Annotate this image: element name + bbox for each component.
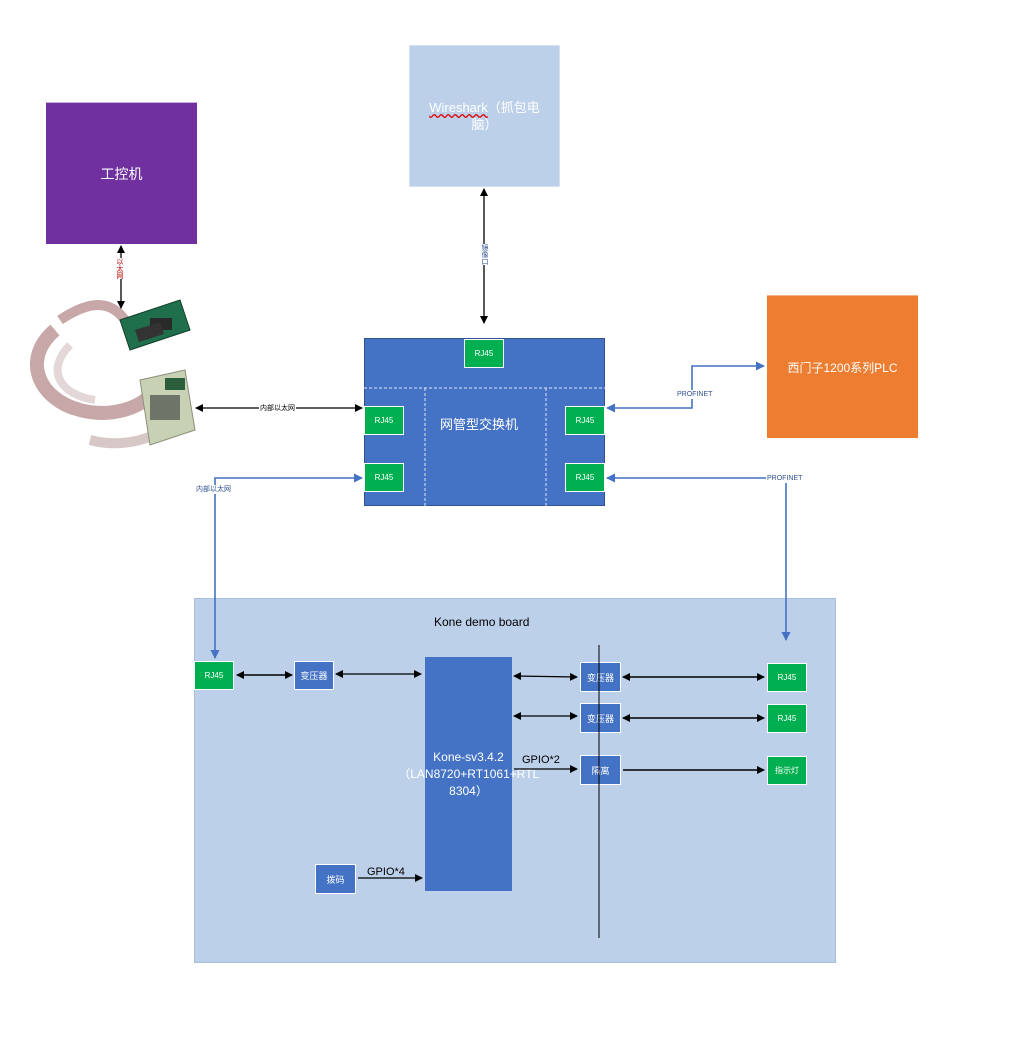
transformer-left: 变压器 (294, 661, 334, 690)
switch-rj45-right-2: RJ45 (565, 463, 605, 492)
internal-eth-link (210, 473, 363, 659)
transformer-right-2: 变压器 (580, 703, 621, 733)
dip-switch: 拨码 (315, 864, 356, 894)
wireshark-label-name: Wireshark (429, 100, 488, 115)
board-rj45-right-2: RJ45 (767, 704, 807, 733)
profinet-plc-label: PROFINET (676, 390, 714, 399)
rj45-bracket (139, 369, 196, 446)
internal-eth-label: 内部以太网 (195, 485, 232, 494)
switch-rj45-left-2: RJ45 (364, 463, 404, 492)
indicator-led: 指示灯 (767, 756, 807, 785)
switch-rj45-top: RJ45 (464, 339, 504, 368)
board-title: Kone demo board (434, 615, 530, 629)
card-switch-label: 内部以太网 (259, 404, 296, 413)
profinet-board-label: PROFINET (766, 474, 804, 483)
switch-label: 网管型交换机 (440, 417, 519, 432)
switch-rj45-right-1: RJ45 (565, 406, 605, 435)
wireshark-node: Wireshark（抓包电脑） (409, 45, 560, 187)
profinet-board-link (606, 473, 791, 641)
wireshark-label: Wireshark（抓包电脑） (420, 99, 549, 133)
gpio2-label: GPIO*2 (522, 754, 560, 766)
isolation-block: 隔离 (580, 755, 621, 785)
ipc-link-label: 以太网 (114, 258, 125, 279)
profinet-plc-link (606, 361, 765, 413)
board-rj45-right-1: RJ45 (767, 663, 807, 692)
industrial-pc-label: 工控机 (100, 165, 143, 182)
chip-transformer1-link (513, 672, 578, 681)
kone-chip: Kone-sv3.4.2（LAN8720+RT1061+RTL 8304） (398, 657, 539, 891)
transformer-right-1: 变压器 (580, 662, 621, 692)
gpio4-label: GPIO*4 (367, 866, 405, 878)
industrial-pc-node: 工控机 (46, 102, 197, 244)
mirror-port-label: 镜像口 (479, 244, 490, 265)
wireshark-label-desc: （抓包电脑） (471, 100, 540, 132)
board-rj45-left: RJ45 (194, 661, 234, 690)
mini-pcie-card (119, 299, 191, 351)
switch-rj45-left-1: RJ45 (364, 406, 404, 435)
siemens-plc-node: 西门子1200系列PLC (767, 295, 918, 438)
siemens-plc-label: 西门子1200系列PLC (787, 360, 898, 375)
kone-chip-label: Kone-sv3.4.2（LAN8720+RT1061+RTL 8304） (398, 749, 540, 798)
